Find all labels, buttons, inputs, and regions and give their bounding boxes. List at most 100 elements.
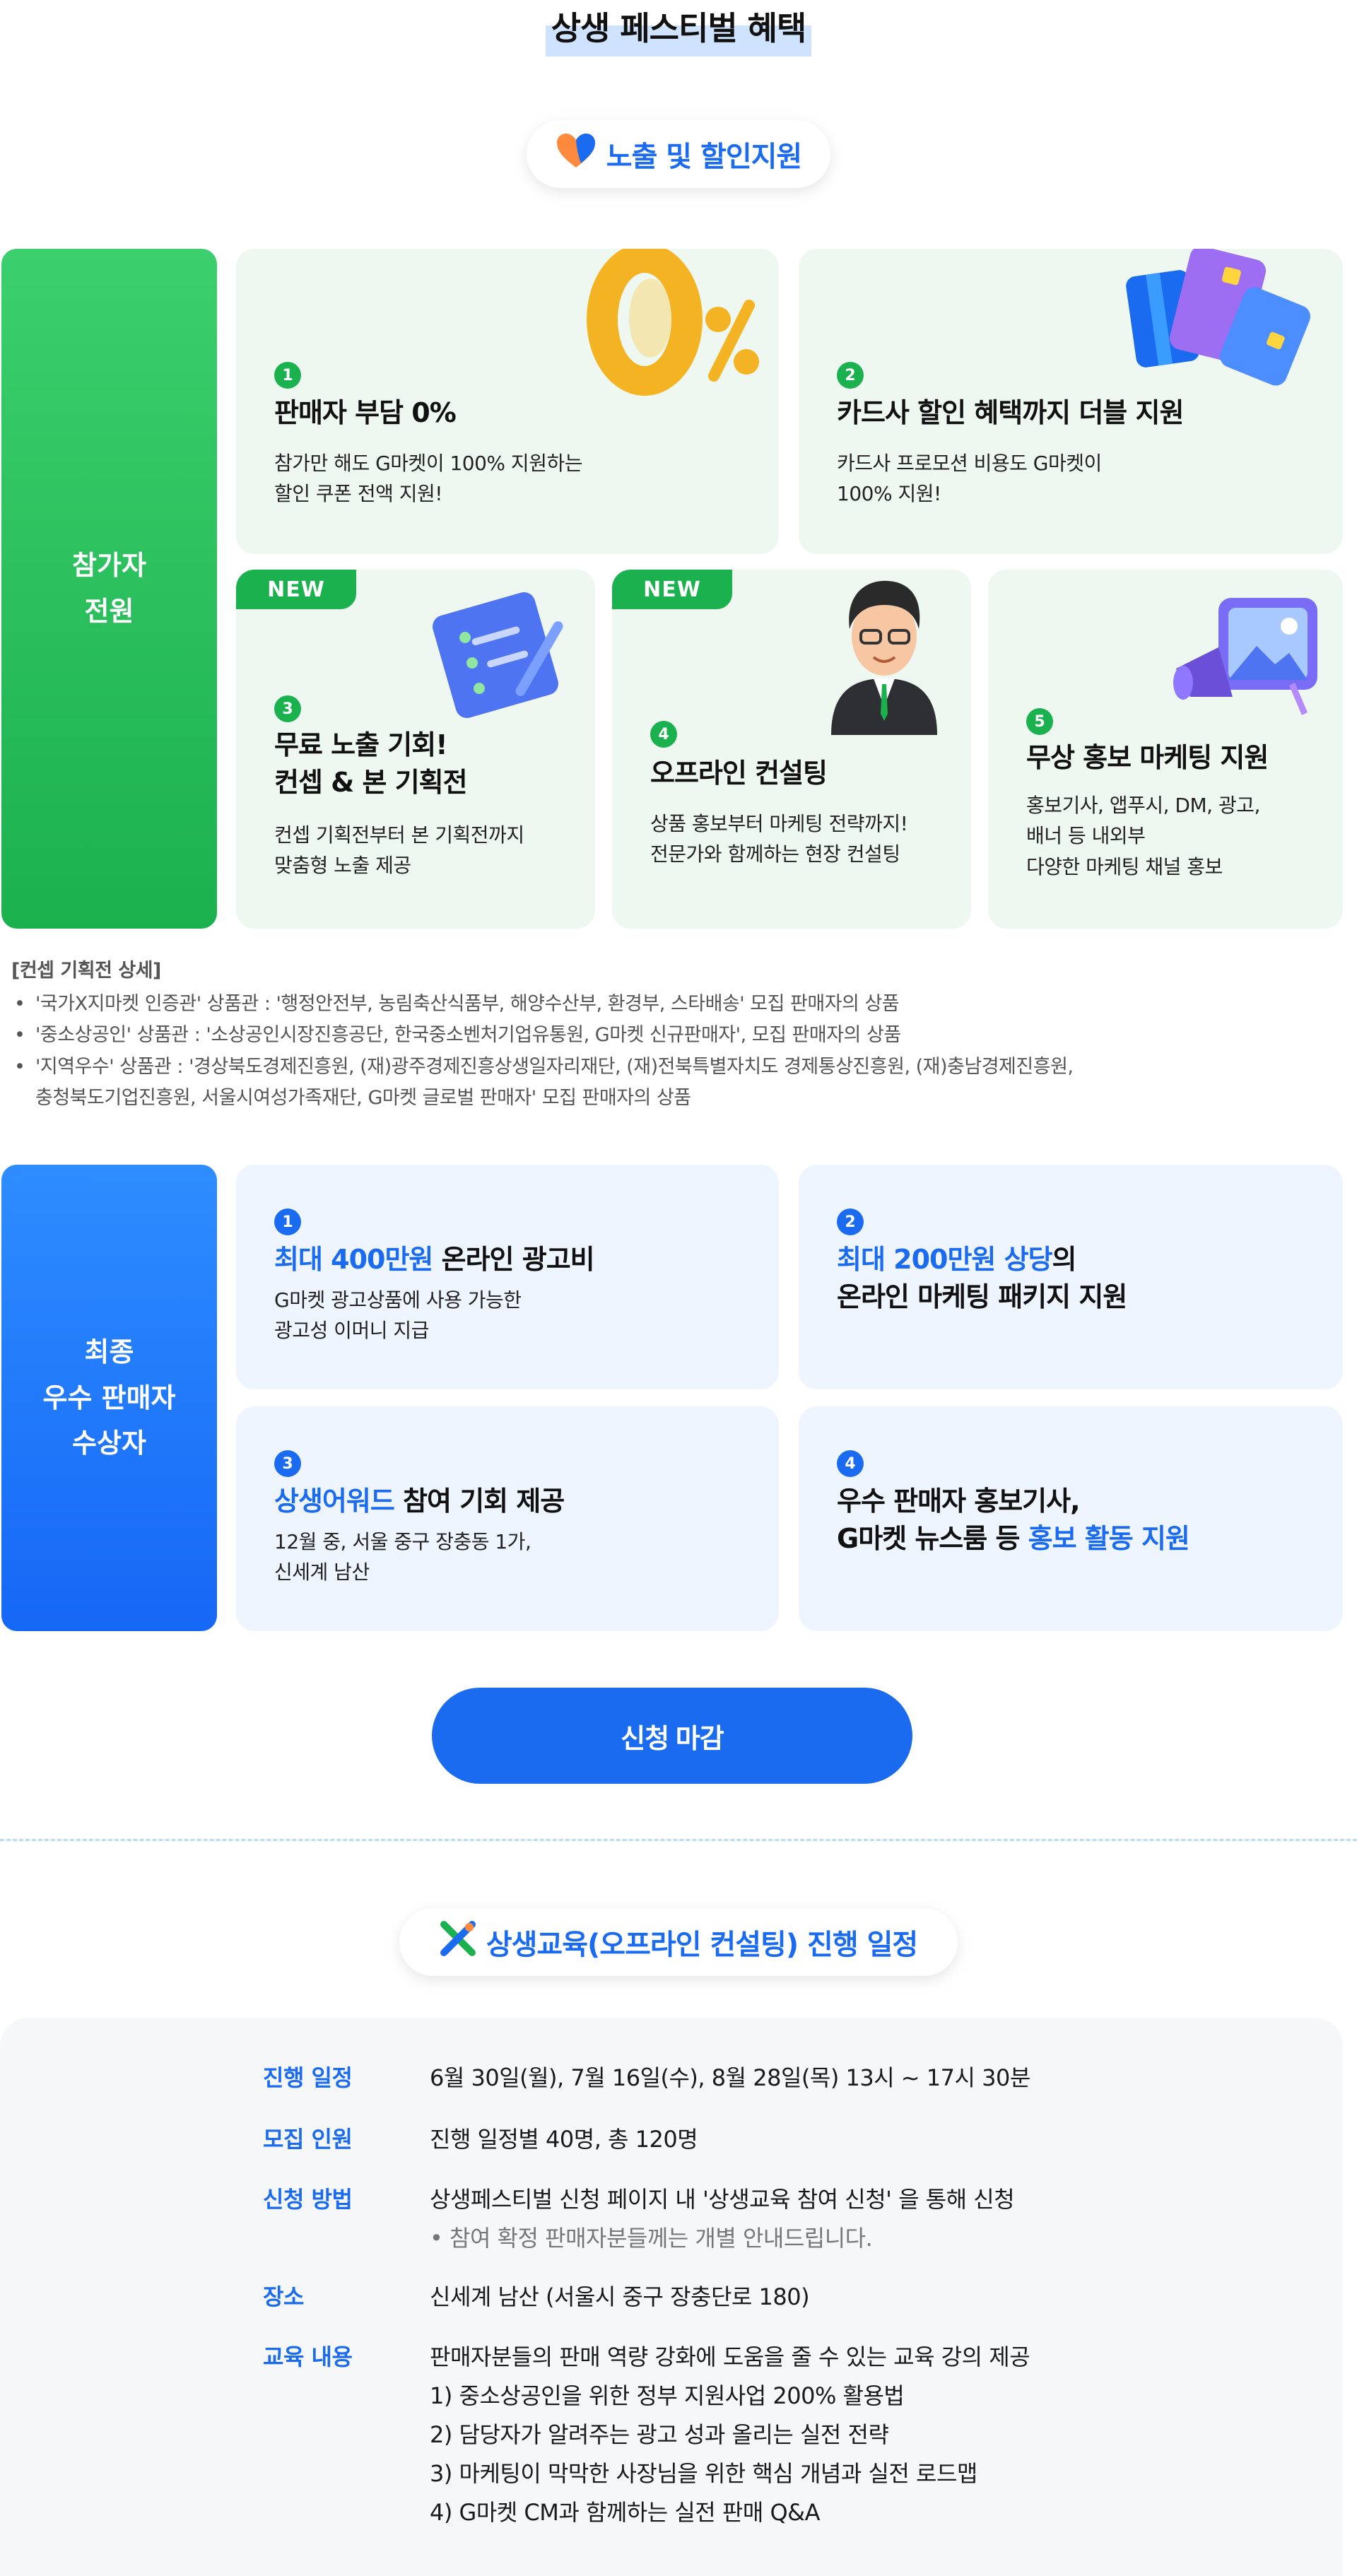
section-divider	[0, 1839, 1357, 1841]
benefit-card-zero-burden: 1 판매자 부담 0% 참가만 해도 G마켓이 100% 지원하는 할인 쿠폰 …	[236, 249, 779, 554]
step-number: 3	[274, 1450, 301, 1477]
consultant-avatar-icon	[824, 570, 944, 738]
section-pill-education: 상생교육(오프라인 컨설팅) 진행 일정	[399, 1908, 958, 1976]
step-number: 1	[274, 1208, 301, 1235]
card-title: 오프라인 컨설팅	[650, 758, 828, 789]
card-desc-line: 광고성 이머니 지급	[274, 1319, 429, 1343]
card-desc-line: 다양한 마케팅 채널 홍보	[1026, 854, 1223, 878]
card-title: 우수 판매자 홍보기사, G마켓 뉴스룸 등 홍보 활동 지원	[837, 1483, 1190, 1558]
card-desc-line: 100% 지원!	[837, 482, 941, 506]
schedule-value: 상생페스티벌 신청 페이지 내 '상생교육 참여 신청' 을 통해 신청 • 참…	[430, 2180, 1313, 2258]
new-badge: NEW	[236, 570, 356, 609]
top-seller-awardee-label: 최종 우수 판매자 수상자	[1, 1165, 217, 1631]
side-label-line: 전원	[84, 596, 134, 627]
card-title-highlight: 최대 400만원	[274, 1244, 433, 1275]
education-schedule-panel: 진행 일정 6월 30일(월), 7월 16일(수), 8월 28일(목) 13…	[0, 2018, 1343, 2576]
card-desc: 컨셉 기획전부터 본 기획전까지 맞춤형 노출 제공	[274, 820, 524, 881]
award-card-marketing-package: 2 최대 200만원 상당의 온라인 마케팅 패키지 지원	[799, 1165, 1343, 1389]
schedule-label: 교육 내용	[263, 2343, 353, 2370]
card-desc-line: 12월 중, 서울 중구 장충동 1가,	[274, 1530, 531, 1553]
step-number: 4	[837, 1450, 864, 1477]
concept-exhibition-notes: [컨셉 기획전 상세] '국가X지마켓 인증관' 상품관 : '행정안전부, 농…	[11, 955, 1340, 1114]
card-title-highlight: 최대 200만원 상당	[837, 1244, 1053, 1275]
page-title-wrap: 상생 페스티벌 혜택	[0, 0, 1357, 57]
page-title: 상생 페스티벌 혜택	[545, 0, 812, 57]
section-pill-label: 상생교육(오프라인 컨설팅) 진행 일정	[486, 1929, 918, 1961]
new-badge: NEW	[612, 570, 732, 609]
card-title: 무상 홍보 마케팅 지원	[1026, 742, 1269, 773]
megaphone-image-icon	[1169, 591, 1324, 721]
schedule-value-line: 1) 중소상공인을 위한 정부 지원사업 200% 활용법	[430, 2382, 905, 2410]
step-number: 2	[837, 362, 864, 389]
schedule-value: 신세계 남산 (서울시 중구 장충단로 180)	[430, 2283, 810, 2310]
cross-tools-icon	[440, 1920, 476, 1964]
card-title-line: 무료 노출 기회!	[274, 729, 448, 760]
application-closed-button[interactable]: 신청 마감	[432, 1688, 912, 1784]
card-desc-line: 컨셉 기획전부터 본 기획전까지	[274, 823, 524, 847]
notes-heading: [컨셉 기획전 상세]	[11, 960, 161, 982]
card-desc-line: 참가만 해도 G마켓이 100% 지원하는	[274, 452, 582, 475]
notes-item: '지역우수' 상품관 : '경상북도경제진흥원, (재)광주경제진흥상생일자리재…	[11, 1052, 1340, 1083]
card-title: 상생어워드 참여 기회 제공	[274, 1483, 565, 1520]
notes-item-continued: 충청북도기업진흥원, 서울시여성가족재단, G마켓 글로벌 판매자' 모집 판매…	[35, 1087, 691, 1110]
schedule-value-line: 상생페스티벌 신청 페이지 내 '상생교육 참여 신청' 을 통해 신청	[430, 2186, 1015, 2213]
section-pill-label: 노출 및 할인지원	[606, 141, 802, 173]
credit-cards-icon	[1124, 249, 1322, 389]
schedule-value: 진행 일정별 40명, 총 120명	[430, 2126, 698, 2153]
card-title: 무료 노출 기회! 컨셉 & 본 기획전	[274, 727, 468, 801]
card-desc-line: G마켓 광고상품에 사용 가능한	[274, 1288, 522, 1312]
card-desc-line: 홍보기사, 앱푸시, DM, 광고,	[1026, 794, 1260, 817]
benefit-card-free-marketing: 5 무상 홍보 마케팅 지원 홍보기사, 앱푸시, DM, 광고, 배너 등 내…	[988, 570, 1343, 929]
notes-item: '국가X지마켓 인증관' 상품관 : '행정안전부, 농림축산식품부, 해양수산…	[11, 989, 1340, 1021]
card-title: 최대 400만원 온라인 광고비	[274, 1241, 595, 1278]
schedule-value: 판매자분들의 판매 역량 강화에 도움을 줄 수 있는 교육 강의 제공 1) …	[430, 2338, 1313, 2532]
participants-all-label: 참가자 전원	[1, 249, 217, 929]
schedule-value: 6월 30일(월), 7월 16일(수), 8월 28일(목) 13시 ~ 17…	[430, 2064, 1030, 2091]
card-desc: 홍보기사, 앱푸시, DM, 광고, 배너 등 내외부 다양한 마케팅 채널 홍…	[1026, 790, 1260, 882]
card-title-line: 컨셉 & 본 기획전	[274, 767, 468, 799]
card-title-line: 온라인 마케팅 패키지 지원	[837, 1281, 1127, 1313]
card-desc-line: 전문가와 함께하는 현장 컨설팅	[650, 842, 900, 866]
side-label-line: 참가자	[72, 550, 146, 582]
card-title: 판매자 부담 0%	[274, 397, 457, 428]
schedule-value-note: • 참여 확정 판매자분들께는 개별 안내드립니다.	[430, 2225, 873, 2252]
schedule-label: 진행 일정	[263, 2064, 353, 2091]
card-title: 카드사 할인 혜택까지 더블 지원	[837, 397, 1184, 428]
card-title-highlight: 상생어워드	[274, 1486, 395, 1517]
card-title-rest: 의	[1052, 1244, 1077, 1275]
side-label-line: 수상자	[72, 1428, 146, 1459]
card-desc: 12월 중, 서울 중구 장충동 1가, 신세계 남산	[274, 1527, 531, 1588]
step-number: 1	[274, 362, 301, 389]
step-number: 4	[650, 721, 677, 748]
schedule-label: 모집 인원	[263, 2126, 353, 2153]
benefit-card-free-exposure: NEW 3 무료 노출 기회! 컨셉 & 본 기획전 컨셉 기획전부터 본 기획…	[236, 570, 595, 929]
side-label-line: 우수 판매자	[42, 1382, 176, 1413]
card-desc-line: 할인 쿠폰 전액 지원!	[274, 482, 443, 506]
benefit-card-card-discount: 2 카드사 할인 혜택까지 더블 지원 카드사 프로모션 비용도 G마켓이 10…	[799, 249, 1343, 554]
card-desc: 상품 홍보부터 마케팅 전략까지! 전문가와 함께하는 현장 컨설팅	[650, 808, 908, 870]
side-label-line: 최종	[84, 1336, 134, 1368]
card-desc-line: 상품 홍보부터 마케팅 전략까지!	[650, 812, 908, 835]
step-number: 3	[274, 695, 301, 722]
schedule-value-line: 4) G마켓 CM과 함께하는 실전 판매 Q&A	[430, 2499, 821, 2527]
schedule-label: 신청 방법	[263, 2186, 353, 2213]
card-title-rest: G마켓 뉴스룸 등	[837, 1523, 1028, 1555]
schedule-value-line: 2) 담당자가 알려주는 광고 성과 올리는 실전 전략	[430, 2421, 889, 2449]
step-number: 5	[1026, 708, 1053, 735]
card-title-rest: 참여 기회 제공	[394, 1486, 565, 1517]
card-title-highlight: 홍보 활동 지원	[1028, 1523, 1190, 1555]
card-title-line: 우수 판매자 홍보기사,	[837, 1486, 1081, 1517]
benefit-card-offline-consulting: NEW 4 오프라인 컨설팅 상품 홍보부터 마케팅 전략까지! 전문가와 함께…	[612, 570, 971, 929]
schedule-label: 장소	[263, 2283, 304, 2310]
card-desc: 카드사 프로모션 비용도 G마켓이 100% 지원!	[837, 448, 1102, 510]
card-title: 최대 200만원 상당의 온라인 마케팅 패키지 지원	[837, 1241, 1127, 1316]
award-card-ad-budget: 1 최대 400만원 온라인 광고비 G마켓 광고상품에 사용 가능한 광고성 …	[236, 1165, 779, 1389]
card-title-rest: 온라인 광고비	[433, 1244, 595, 1275]
card-desc: G마켓 광고상품에 사용 가능한 광고성 이머니 지급	[274, 1285, 522, 1346]
step-number: 2	[837, 1208, 864, 1235]
checklist-document-icon	[428, 588, 570, 725]
card-desc-line: 카드사 프로모션 비용도 G마켓이	[837, 452, 1102, 475]
award-card-sangsaeng-award: 3 상생어워드 참여 기회 제공 12월 중, 서울 중구 장충동 1가, 신세…	[236, 1406, 779, 1631]
schedule-value-line: 판매자분들의 판매 역량 강화에 도움을 줄 수 있는 교육 강의 제공	[430, 2343, 1030, 2370]
card-desc-line: 신세계 남산	[274, 1560, 370, 1584]
